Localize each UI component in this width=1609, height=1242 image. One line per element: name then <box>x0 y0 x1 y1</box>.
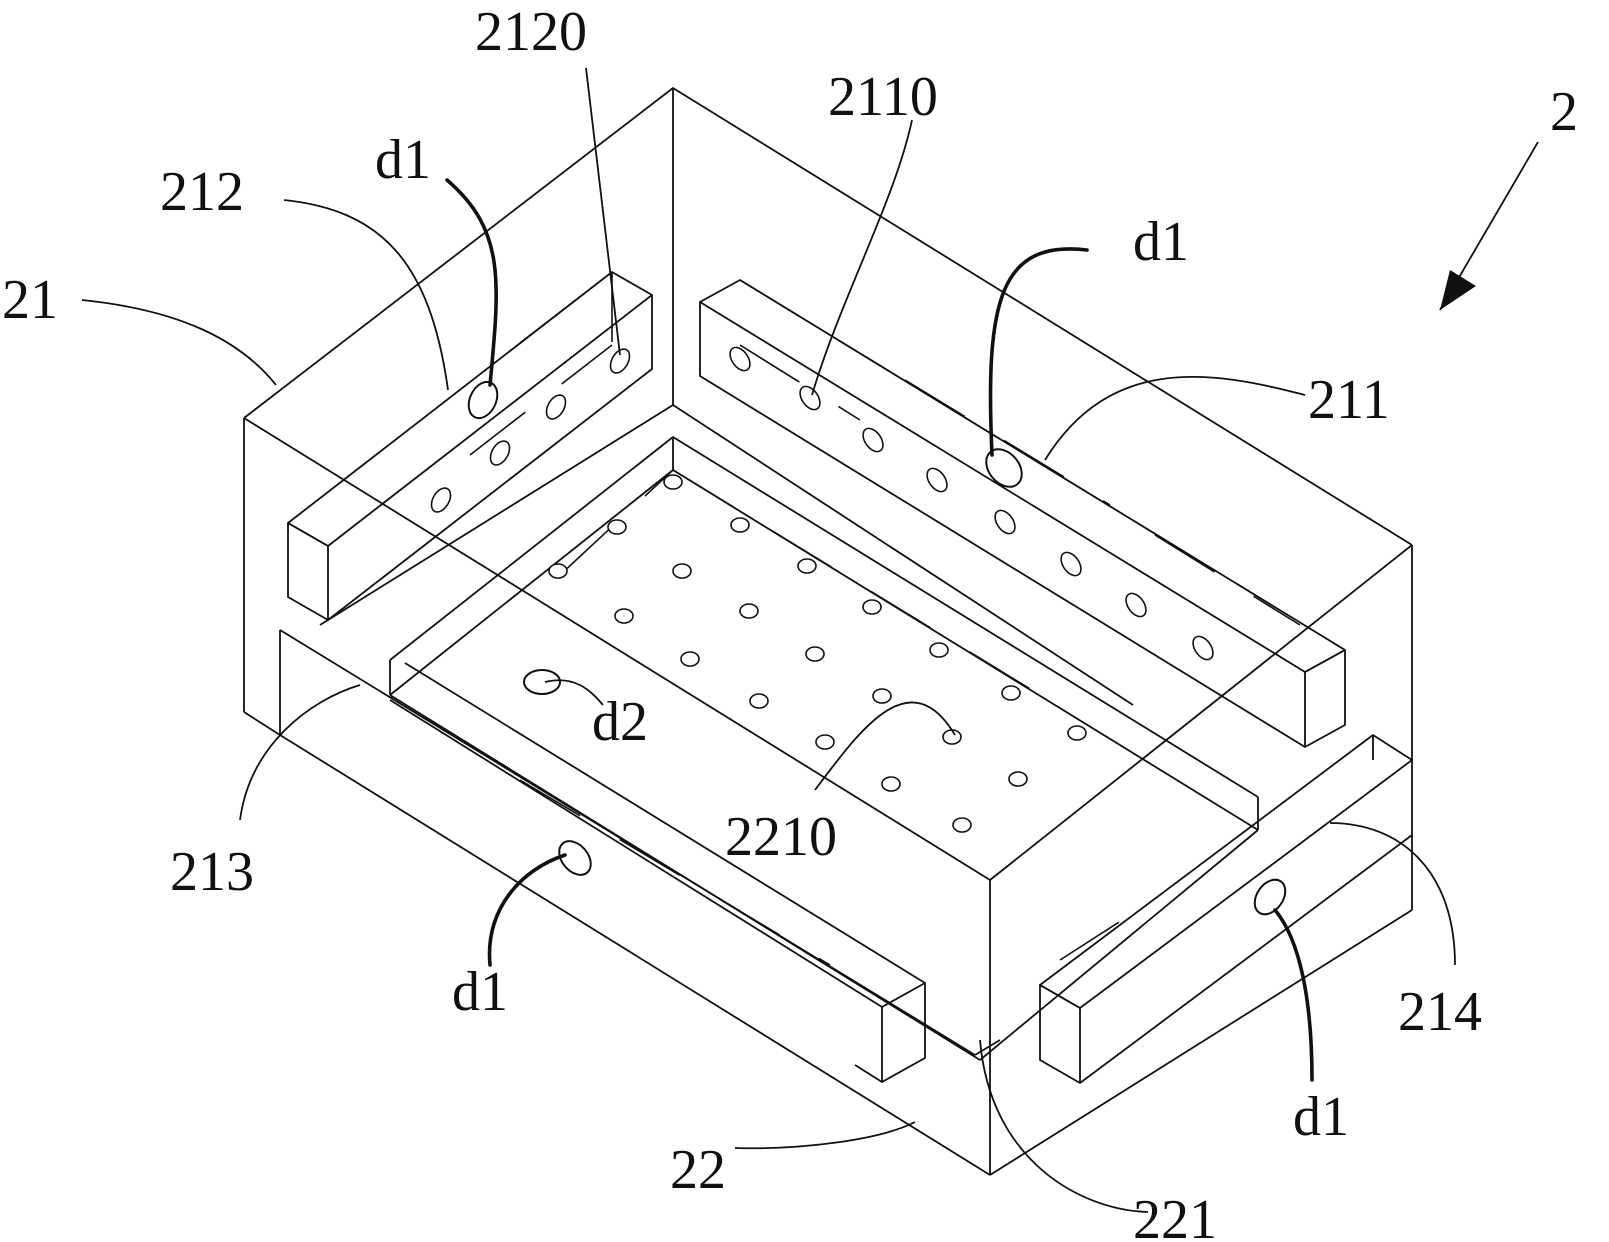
label-212: 212 <box>160 161 244 223</box>
upper-mold-outline <box>243 87 1413 1175</box>
leader-lines <box>81 67 1539 1213</box>
side-holes-2110 <box>729 346 1214 661</box>
label-2120: 2120 <box>475 1 587 63</box>
label-d1-top-left: d1 <box>375 129 431 191</box>
label-2110: 2110 <box>828 66 938 128</box>
label-221: 221 <box>1133 1189 1217 1242</box>
label-2210: 2210 <box>725 806 837 868</box>
label-211: 211 <box>1308 369 1390 431</box>
large-holes <box>467 380 1287 916</box>
assembly-arrow-head <box>1440 270 1476 310</box>
lower-mold-outline <box>279 629 1413 1176</box>
label-2: 2 <box>1550 81 1578 143</box>
label-22: 22 <box>670 1139 726 1201</box>
label-214: 214 <box>1398 981 1482 1043</box>
side-block-214 <box>1039 734 1413 1084</box>
cavity-holes-2210 <box>548 474 1087 833</box>
label-d1-top-right: d1 <box>1133 211 1189 273</box>
side-block-211 <box>699 279 1346 748</box>
side-block-212 <box>287 271 653 621</box>
label-21: 21 <box>2 269 58 331</box>
label-d1-bottom-left: d1 <box>452 961 508 1023</box>
label-213: 213 <box>170 841 254 903</box>
side-holes-2120 <box>430 348 631 513</box>
label-d2: d2 <box>592 691 648 753</box>
side-block-213 <box>389 662 926 1083</box>
label-d1-bottom-right: d1 <box>1293 1086 1349 1148</box>
